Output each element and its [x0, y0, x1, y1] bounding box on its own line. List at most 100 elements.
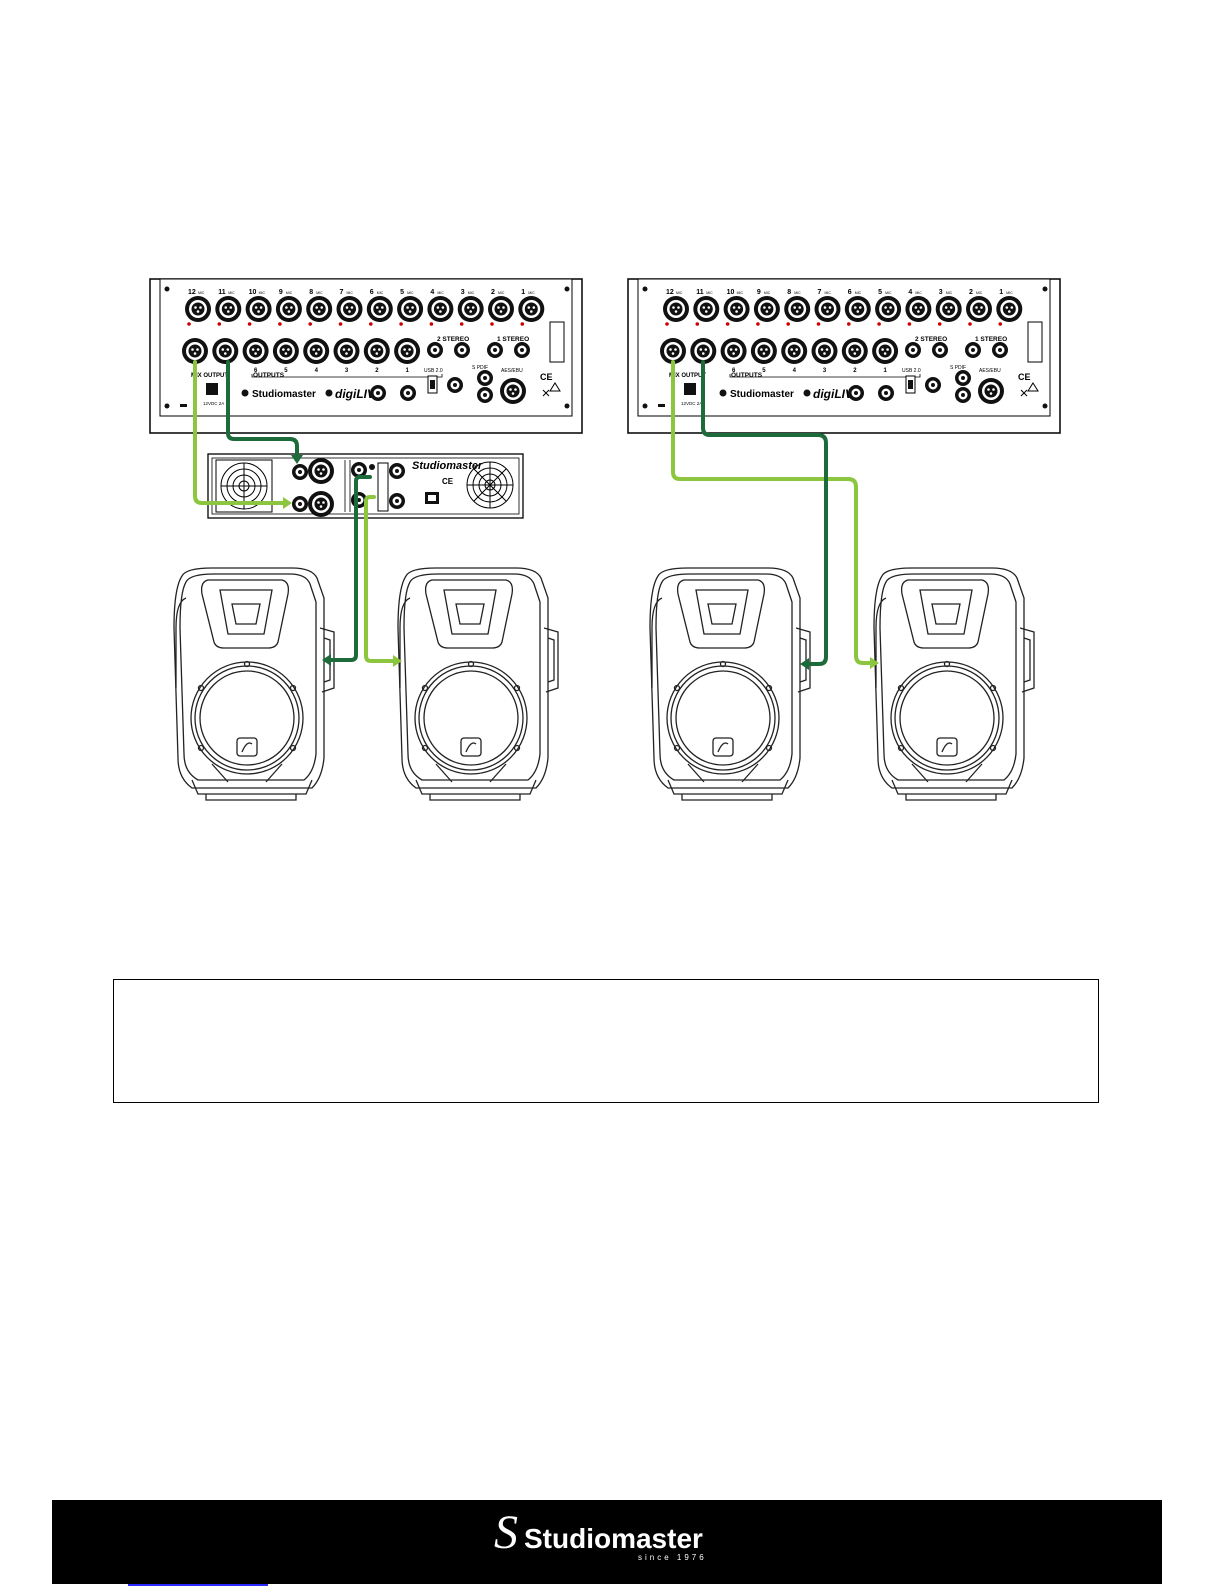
arrow-speaker-2: [393, 655, 402, 667]
output-number: 4: [793, 368, 797, 374]
aes-label: AES/EBU: [501, 368, 523, 374]
mic-suffix: MIC: [286, 291, 293, 295]
mic-suffix: MIC: [855, 291, 862, 295]
logo-wordmark: Studiomaster: [524, 1523, 703, 1554]
output-xlr: [212, 338, 239, 364]
output-xlr: [303, 338, 330, 364]
mic-input-label: 11: [218, 289, 226, 296]
speaker-1: [173, 567, 335, 801]
spdif-label: S PDIF: [950, 365, 966, 371]
mic-suffix: MIC: [347, 291, 354, 295]
ce-label: CE: [540, 372, 553, 382]
output-xlr: [242, 338, 269, 364]
speaker-3: [649, 567, 811, 801]
mic-input-label: 9: [279, 289, 283, 296]
mic-suffix: MIC: [437, 291, 444, 295]
output-number: 2: [853, 368, 857, 374]
mic-input-label: 6: [370, 289, 374, 296]
mic-suffix: MIC: [468, 291, 475, 295]
stereo-label-2: 2 STEREO: [915, 336, 947, 343]
logo-tagline: since 1976: [638, 1553, 707, 1562]
stagebox-brand: Studiomaster: [252, 389, 316, 400]
mic-suffix: MIC: [946, 291, 953, 295]
output-number: 4: [315, 368, 319, 374]
mic-input-label: 3: [461, 289, 465, 296]
arrow-amp-input-a: [291, 455, 303, 464]
mic-input-label: 6: [848, 289, 852, 296]
arrow-amp-input-b: [283, 497, 292, 509]
usb-label: USB 2.0: [902, 368, 921, 374]
mic-suffix: MIC: [498, 291, 505, 295]
mic-suffix: MIC: [228, 291, 235, 295]
stereo-label-2: 2 STEREO: [437, 336, 469, 343]
cable-mix-right-to-amp: [226, 360, 299, 462]
output-number: 1: [406, 368, 410, 374]
mic-suffix: MIC: [316, 291, 323, 295]
spdif-label: S PDIF: [472, 365, 488, 371]
fan-grille-right: [466, 461, 514, 509]
mic-suffix: MIC: [976, 291, 983, 295]
arrow-speaker-4: [870, 657, 879, 669]
mic-input-label: 4: [908, 289, 912, 296]
output-number: 5: [284, 368, 288, 374]
output-number: 6: [254, 368, 258, 374]
amp-brand: Studiomaster: [412, 460, 483, 472]
output-xlr: [872, 338, 899, 364]
brand-plate: Studiomaster digiLIVE: [719, 387, 862, 401]
mic-suffix: MIC: [676, 291, 683, 295]
mix-output-label: MIX OUTPUT: [669, 373, 706, 379]
mic-suffix: MIC: [1006, 291, 1013, 295]
stereo-label-1: 1 STEREO: [975, 336, 1007, 343]
cable-mix-left-to-amp: [193, 360, 290, 505]
mix-output-label: MIX OUTPUT: [191, 373, 228, 379]
mic-input-label: 1: [521, 289, 525, 296]
mic-suffix: MIC: [198, 291, 205, 295]
mic-input-label: 12: [188, 289, 196, 296]
mic-suffix: MIC: [915, 291, 922, 295]
outputs-label: OUTPUTS: [253, 372, 285, 379]
output-number: 6: [732, 368, 736, 374]
mic-suffix: MIC: [528, 291, 535, 295]
mic-input-label: 4: [430, 289, 434, 296]
stagebox-brand: Studiomaster: [730, 389, 794, 400]
studiomaster-logo: S Studiomaster since 1976: [494, 1508, 707, 1562]
mic-suffix: MIC: [737, 291, 744, 295]
mic-input-label: 12: [666, 289, 674, 296]
usb-label: USB 2.0: [424, 368, 443, 374]
ce-label: CE: [1018, 372, 1031, 382]
aes-label: AES/EBU: [979, 368, 1001, 374]
mic-suffix: MIC: [407, 291, 414, 295]
mic-input-label: 11: [696, 289, 704, 296]
output-xlr: [750, 338, 777, 364]
power-label: 12VDC 2A: [203, 401, 224, 406]
mic-input-label: 7: [818, 289, 822, 296]
output-number: 2: [375, 368, 379, 374]
arrowheads: [283, 455, 879, 670]
mic-input-label: 5: [400, 289, 404, 296]
power-amplifier: Studiomaster CE: [207, 453, 524, 519]
mic-suffix: MIC: [706, 291, 713, 295]
output-xlr: [333, 338, 360, 364]
output-xlr: [394, 338, 421, 364]
output-xlr: [841, 338, 868, 364]
output-xlr: [811, 338, 838, 364]
cable-mix-left-to-speaker-4: [671, 360, 877, 665]
